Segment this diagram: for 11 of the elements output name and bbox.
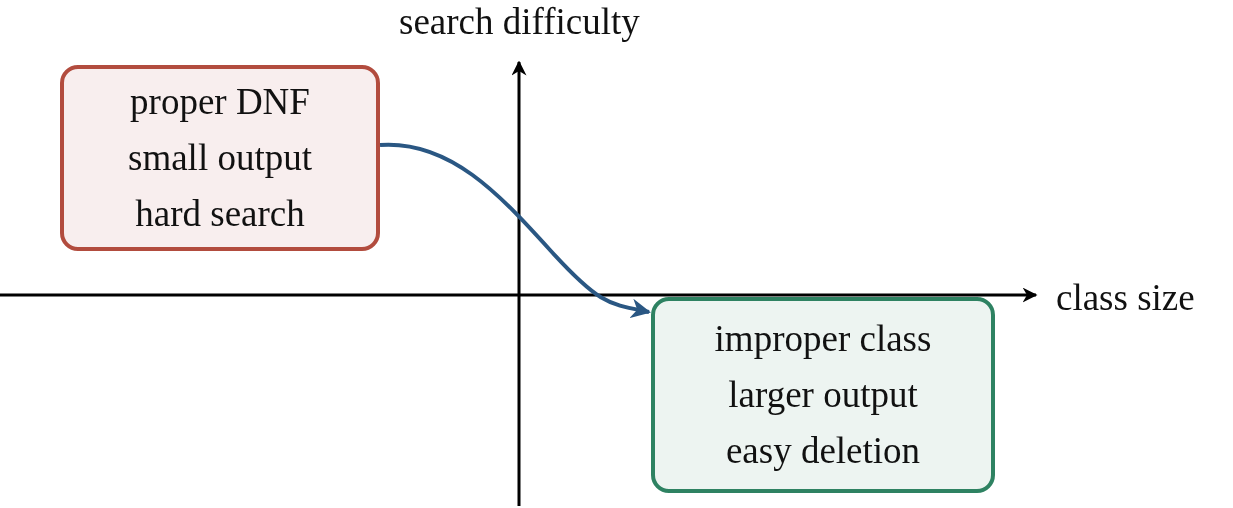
note-box xyxy=(651,297,995,493)
note-box xyxy=(60,65,380,251)
box-text: improper class xyxy=(714,317,932,361)
arrow xyxy=(380,142,651,319)
box-text: larger output xyxy=(728,373,918,417)
box-text: easy deletion xyxy=(725,429,921,473)
box-text: small output xyxy=(128,136,312,180)
axis-label: class size xyxy=(1056,276,1195,320)
axis-label: search difficulty xyxy=(399,0,640,44)
box-text: hard search xyxy=(135,192,305,236)
box-text: proper DNF xyxy=(130,80,310,124)
